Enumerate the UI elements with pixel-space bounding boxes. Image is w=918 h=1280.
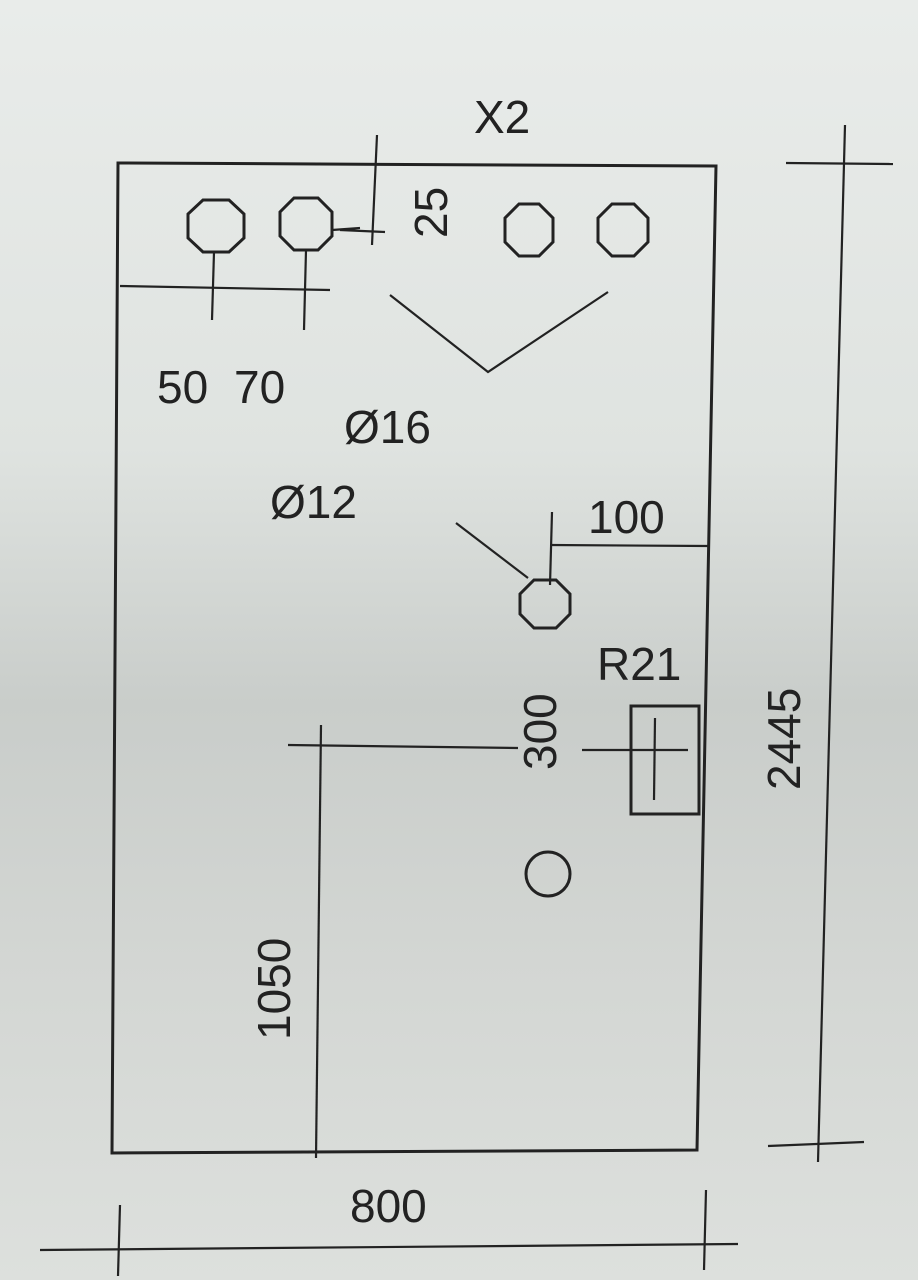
top-dim-vline: [370, 134, 379, 246]
radius-label: R21: [597, 638, 681, 690]
hole-spacing-b-label: 70: [234, 361, 285, 413]
height-dim-line: [816, 124, 847, 1163]
edge-offset-hline: [549, 543, 709, 548]
edge-offset-label: 100: [588, 491, 665, 543]
top-dim-tick: [339, 228, 386, 234]
diameter-small-label: Ø12: [270, 476, 357, 528]
lower-dim-vline: [314, 724, 323, 1159]
slot-center-tick: [652, 717, 657, 801]
hole-top-2-leader: [331, 226, 361, 232]
total-width-label: 800: [350, 1180, 427, 1232]
hole-top-4: [596, 202, 650, 258]
hole-top-1: [186, 198, 246, 254]
diameter-leader-v: [389, 291, 609, 374]
height-dim-tick-top: [785, 161, 894, 166]
diameter-leader-small: [455, 522, 529, 579]
edge-offset-vline: [548, 511, 554, 586]
title-label: X2: [474, 91, 530, 143]
lower-height-label: 1050: [248, 938, 300, 1040]
top-offset-label: 25: [405, 187, 457, 238]
width-dim-tick-right: [702, 1189, 708, 1271]
lower-dim-hline: [287, 743, 519, 750]
hole-top-1-stem: [210, 251, 216, 321]
hole-lower: [524, 850, 572, 898]
top-left-dim-hline: [119, 284, 331, 292]
diameter-large-label: Ø16: [344, 401, 431, 453]
slot-rect: [629, 704, 701, 816]
width-dim-line: [39, 1242, 739, 1252]
hole-top-2-stem: [302, 249, 308, 331]
total-height-label: 2445: [758, 688, 810, 790]
hole-top-2: [278, 196, 334, 252]
vertical-gap-label: 300: [514, 693, 566, 770]
width-dim-tick-left: [116, 1204, 122, 1277]
panel-outline: [110, 161, 718, 1155]
height-dim-tick-bottom: [767, 1140, 865, 1148]
hole-mid: [518, 578, 572, 630]
hole-spacing-a-label: 50: [157, 361, 208, 413]
hole-top-3: [503, 202, 555, 258]
